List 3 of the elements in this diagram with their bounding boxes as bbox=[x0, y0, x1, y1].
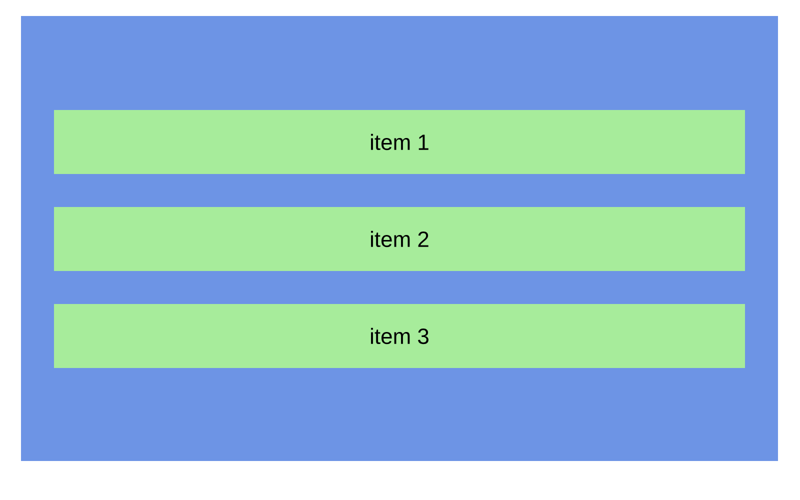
item-box: item 2 bbox=[54, 207, 745, 271]
item-box: item 1 bbox=[54, 110, 745, 174]
item-box: item 3 bbox=[54, 304, 745, 368]
